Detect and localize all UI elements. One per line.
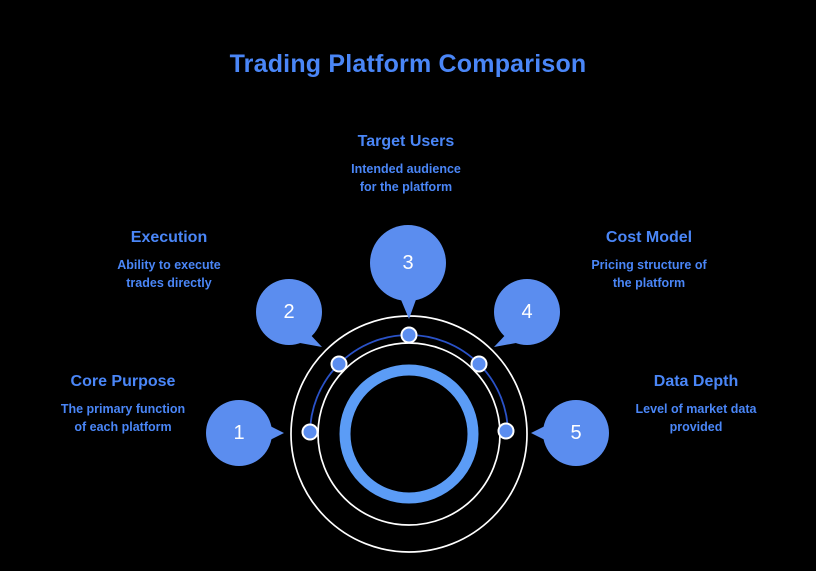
label-description-line1: The primary function [60,402,186,416]
label-description-line1: Ability to execute [117,258,221,272]
label-description: Pricing structure of the platform [545,256,753,292]
label-cost-model: Cost Model Pricing structure of the plat… [545,228,753,292]
node-circle-1 [206,400,272,466]
label-description-line1: Pricing structure of [591,258,707,272]
label-target-users: Target Users Intended audience for the p… [310,132,502,196]
label-description-line2: the platform [612,276,686,291]
node-circle-2 [256,279,322,345]
label-title: Data Depth [653,373,739,390]
node-tail-5 [531,425,547,441]
label-title: Execution [130,229,208,246]
node-tail-1 [268,425,284,441]
arc-dot-1 [301,423,319,441]
label-description-line2: for the platform [359,180,453,195]
node-bubble-3[interactable] [370,225,446,319]
label-description: Ability to execute trades directly [63,256,275,292]
label-description-line2: trades directly [126,276,212,291]
label-core-purpose: Core Purpose The primary function of eac… [18,372,228,436]
node-bubble-4[interactable] [494,279,560,347]
node-connector-arc [309,334,509,435]
label-title: Target Users [357,133,455,150]
arc-dot-3 [400,326,418,344]
node-circle-5 [543,400,609,466]
outer-white-ring [290,315,528,553]
label-description: Level of market data provided [592,400,800,436]
page-title: Trading Platform Comparison [229,50,587,78]
inner-blue-ring [339,364,479,504]
arc-dot-4 [470,355,488,373]
arc-dot-5 [497,422,515,440]
node-bubble-2[interactable] [256,279,322,347]
label-description-line1: Intended audience [351,162,461,176]
label-description: Intended audience for the platform [310,160,502,196]
arc-dot-2 [330,355,348,373]
node-bubble-5[interactable] [531,400,609,466]
node-bubble-1[interactable] [206,400,284,466]
label-title: Core Purpose [70,373,176,390]
label-description-line2: of each platform [74,420,172,435]
label-description-line1: Level of market data [635,402,757,416]
node-circle-4 [494,279,560,345]
label-execution: Execution Ability to execute trades dire… [63,228,275,292]
label-description-line2: provided [669,420,723,435]
label-description: The primary function of each platform [18,400,228,436]
label-data-depth: Data Depth Level of market data provided [592,372,800,436]
node-circle-3 [370,225,446,301]
label-title: Cost Model [605,229,693,246]
